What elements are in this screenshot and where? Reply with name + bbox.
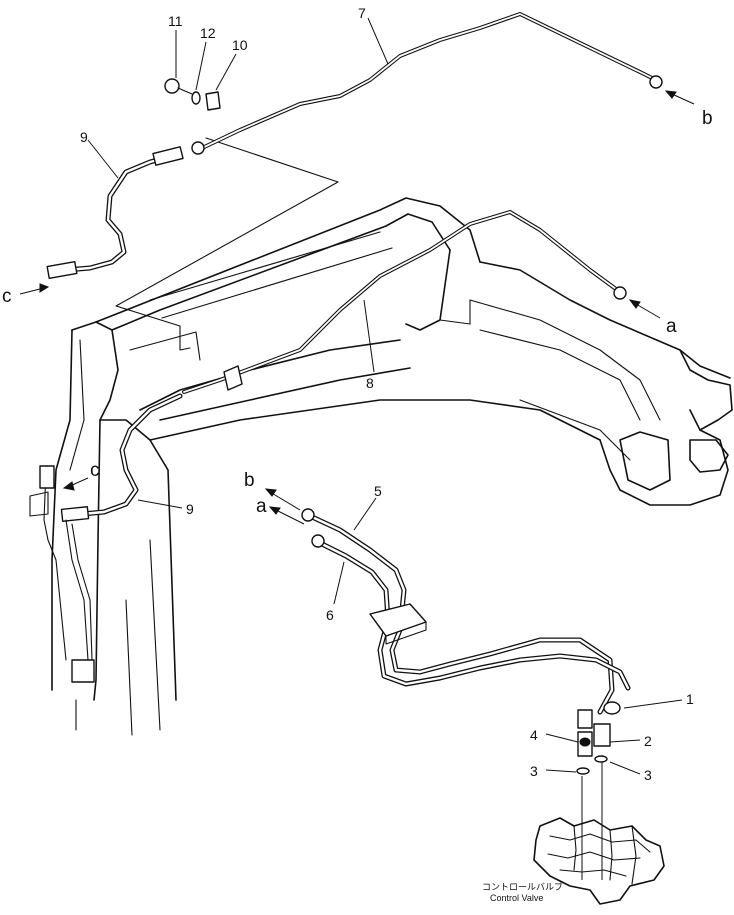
bolt-11-head [164,78,180,94]
hose-6-end-fitting [311,534,325,548]
hose-9-upper-fitting-right [152,146,184,166]
callout-1: 1 [686,691,694,707]
left-bracket-upper [39,465,55,489]
callouts: 11 12 10 7 9 8 9 5 6 1 2 4 3 3 [80,5,694,783]
pipe-7-end-fitting [649,75,663,89]
o-ring-right [594,755,608,763]
direction-arrows [19,90,695,525]
fasteners [164,78,221,111]
connection-c-mid: c [90,460,100,481]
control-valve-label-en: Control Valve [490,893,543,903]
left-bracket-lower [71,659,95,683]
callout-12: 12 [200,25,216,41]
callout-3-left: 3 [530,763,538,779]
fitting-1 [603,701,621,715]
valve-fittings [576,701,621,880]
callout-10: 10 [232,37,248,53]
connection-letters: b a c c b a [2,108,713,517]
callout-9-lower: 9 [186,501,194,517]
clip-10 [205,91,221,111]
control-valve-label-jp: コントロールバルブ [482,881,563,892]
washer-12 [191,91,201,105]
callout-11: 11 [168,13,183,29]
pipe-7 [191,12,663,155]
hose-9-upper-fitting-left [46,260,78,280]
fitting-upper-left [577,709,593,729]
callout-4: 4 [530,727,538,743]
control-valve-caption: コントロールバルブ Control Valve [482,881,563,903]
callout-8: 8 [366,375,374,391]
hoses-5-6 [301,508,631,715]
pipe-8-clamp [223,365,243,391]
pipe-8 [182,210,627,394]
connection-a-top: a [666,316,677,337]
pipe-7-start-fitting [191,141,205,155]
connection-c-left: c [2,286,12,307]
callout-2: 2 [644,733,652,749]
callout-9-upper: 9 [80,129,88,145]
hose-9-lower-fitting [60,505,90,523]
hose-clamp [369,603,427,637]
connection-a-mid: a [256,496,267,517]
callout-6: 6 [326,607,334,623]
fitting-2 [593,723,611,747]
leader-lines [87,17,683,775]
fitting-4-thread [579,737,591,747]
callout-3-right: 3 [644,767,652,783]
connection-b-mid: b [244,470,255,491]
hose-9-upper [46,146,184,280]
callout-5: 5 [374,483,382,499]
pipe-8-end-fitting [613,286,627,300]
hose-5-end-fitting [301,508,315,522]
callout-7: 7 [358,5,366,21]
connection-b-top: b [702,108,713,129]
control-valve [533,817,665,905]
o-ring-left [576,767,590,775]
hose-9-lower [29,393,183,683]
